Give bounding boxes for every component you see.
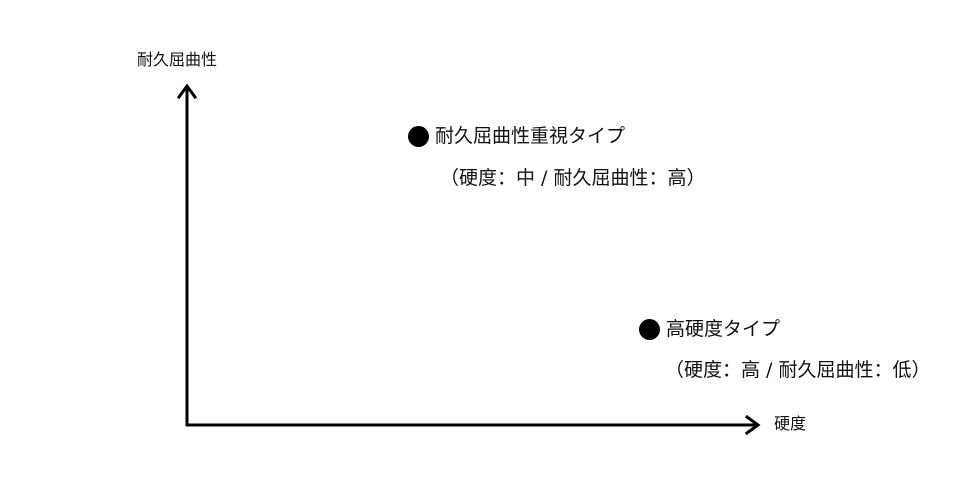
flex-durability-type-label: 耐久屈曲性重視タイプ	[435, 125, 626, 147]
up-arrow-icon	[176, 83, 198, 100]
black-circle-icon	[639, 318, 660, 340]
high-hardness-type-label: 高硬度タイプ	[666, 318, 781, 340]
x-axis-label: 硬度	[774, 414, 807, 433]
right-arrow-icon	[744, 414, 761, 436]
high-hardness-type-title: 高硬度タイプ	[639, 317, 780, 341]
y-axis-label: 耐久屈曲性	[137, 50, 218, 69]
black-circle-icon	[408, 125, 429, 147]
x-axis	[186, 414, 761, 436]
flex-durability-type-specs: （硬度：中 / 耐久屈曲性：高）	[440, 167, 706, 189]
y-axis	[176, 83, 198, 426]
flex-durability-type-title: 耐久屈曲性重視タイプ	[408, 124, 625, 148]
high-hardness-type-specs: （硬度：高 / 耐久屈曲性：低）	[665, 359, 931, 381]
